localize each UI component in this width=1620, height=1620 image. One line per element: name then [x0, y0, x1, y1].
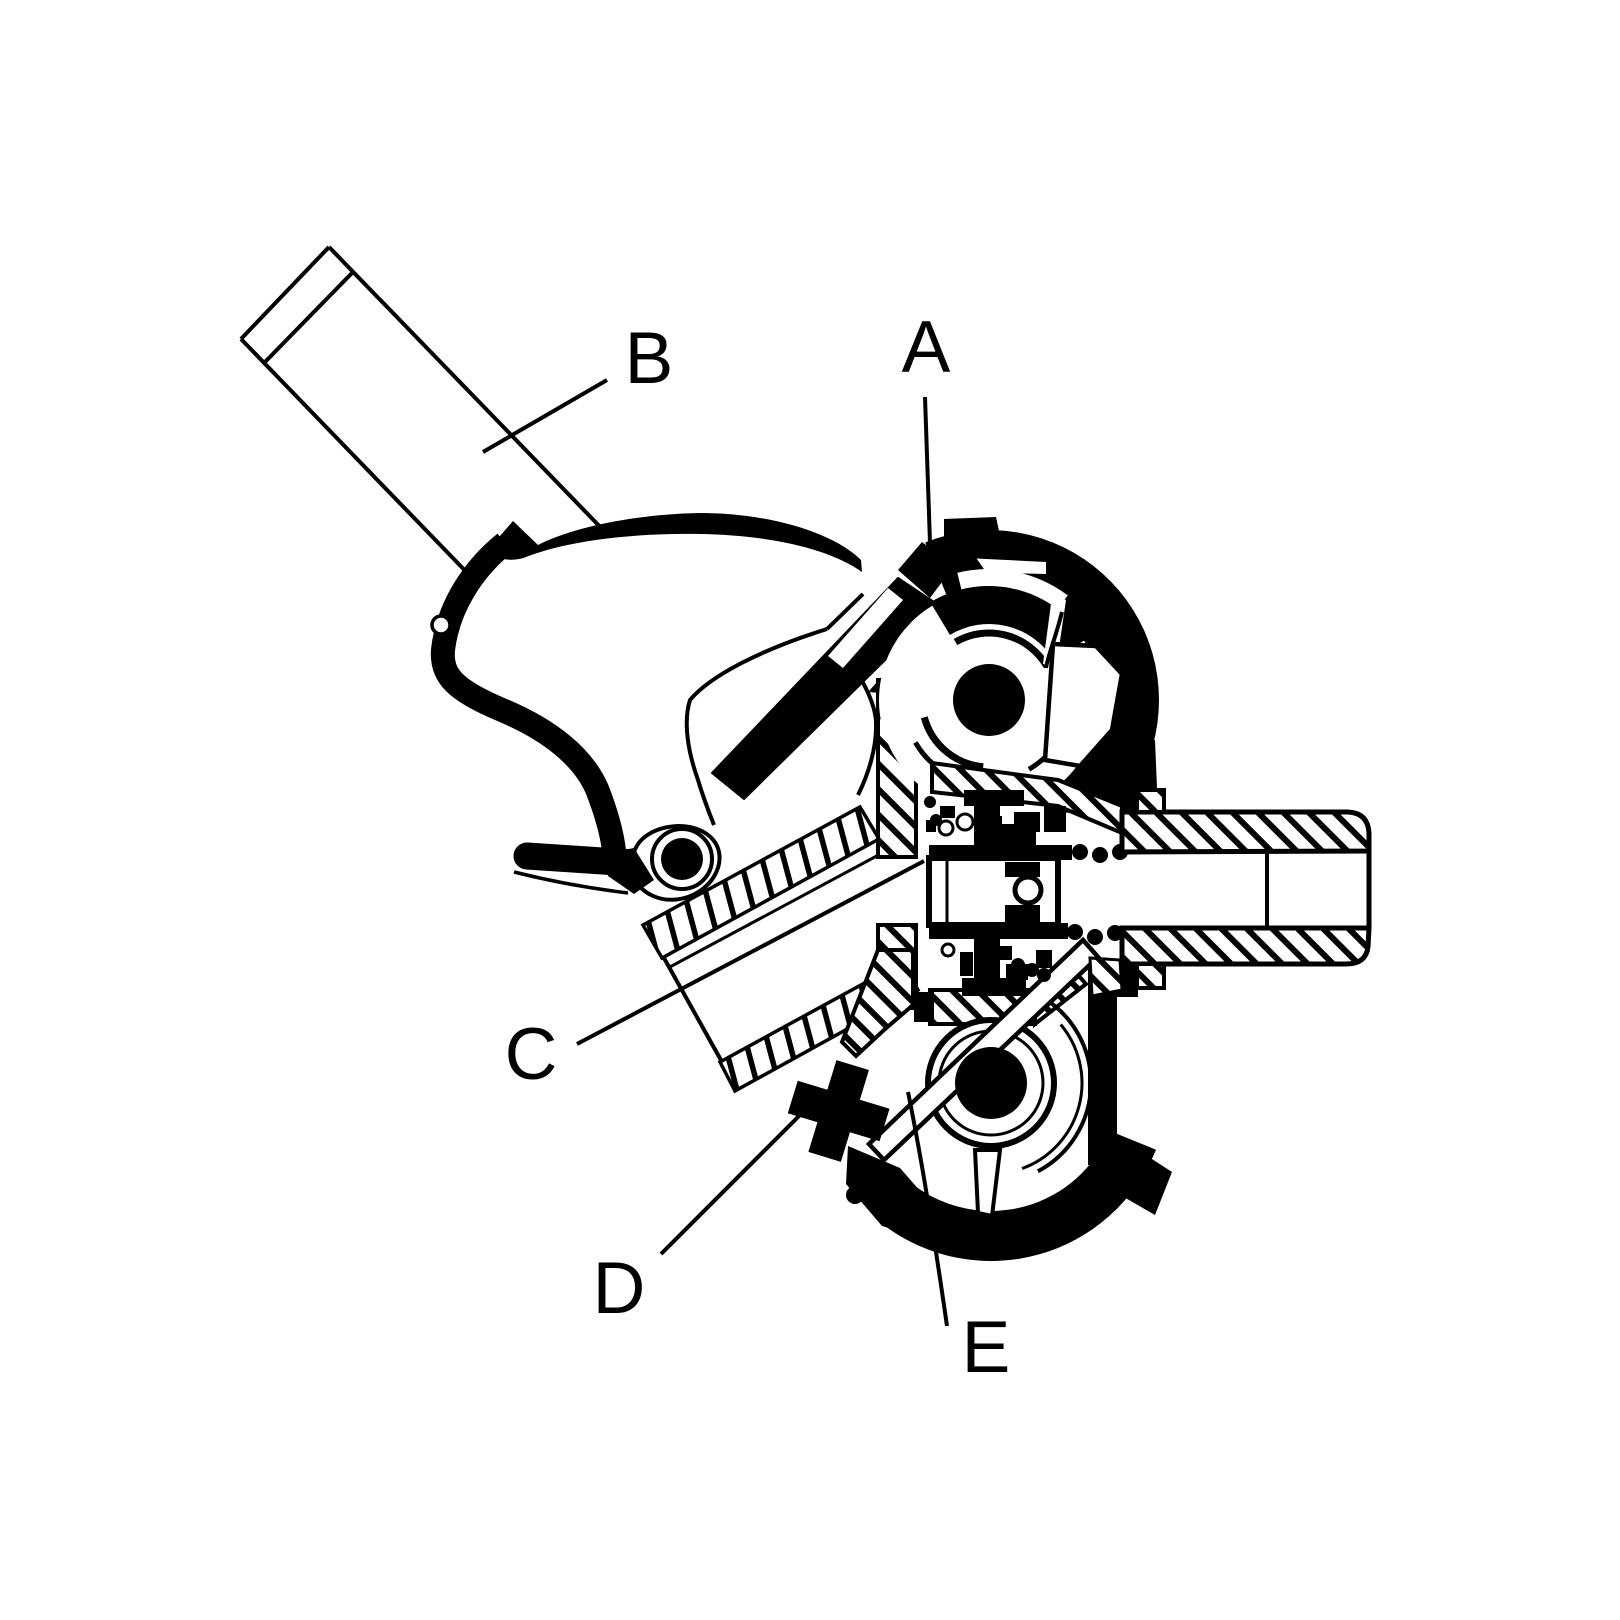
svg-text:D: D [593, 1248, 646, 1329]
svg-text:B: B [625, 318, 674, 399]
svg-text:C: C [505, 1014, 558, 1095]
svg-text:A: A [902, 307, 951, 388]
svg-text:E: E [962, 1307, 1011, 1388]
